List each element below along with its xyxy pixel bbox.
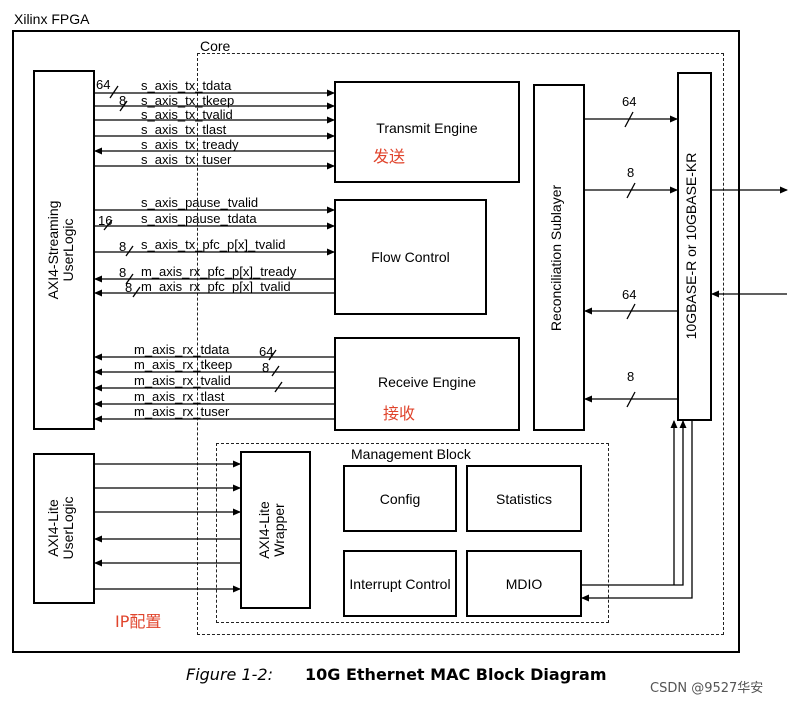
- management-block: [216, 443, 609, 623]
- core-title: Core: [200, 38, 231, 54]
- bus-width-label: 16: [98, 213, 113, 228]
- tx-signal-label: s_axis_tx_tdata: [141, 78, 232, 93]
- transmit-engine-note: 发送: [373, 147, 406, 166]
- interrupt-control-label: Interrupt Control: [349, 575, 451, 592]
- statistics-block: Statistics: [466, 465, 582, 532]
- axi4-lite-wrapper-block: [240, 451, 311, 609]
- flow-signal-label: s_axis_tx_pfc_p[x]_tvalid: [141, 237, 286, 252]
- interrupt-control-block: Interrupt Control: [343, 550, 457, 617]
- flow-signal-label: s_axis_pause_tvalid: [141, 195, 259, 210]
- transmit-engine-block: Transmit Engine: [334, 81, 520, 183]
- bus-width-label: 8: [627, 369, 635, 384]
- flow-signal-label: s_axis_pause_tdata: [141, 211, 257, 226]
- axi4-streaming-userlogic-block: [33, 70, 95, 430]
- bus-width-label: 64: [96, 77, 111, 92]
- tx-signal-label: s_axis_tx_tuser: [141, 152, 232, 167]
- bus-width-label: 8: [125, 280, 133, 295]
- tx-signal-label: s_axis_tx_tready: [141, 137, 239, 152]
- rx-signal-label: m_axis_rx_tuser: [134, 404, 230, 419]
- config-label: Config: [379, 490, 421, 507]
- tx-signal-label: s_axis_tx_tlast: [141, 122, 227, 137]
- transmit-engine-label: Transmit Engine: [376, 120, 478, 136]
- tx-signal-label: s_axis_tx_tvalid: [141, 107, 233, 122]
- figure-caption-title: 10G Ethernet MAC Block Diagram: [305, 665, 607, 684]
- bus-width-label: 64: [622, 287, 637, 302]
- statistics-label: Statistics: [495, 490, 552, 507]
- mdio-block: MDIO: [466, 550, 582, 617]
- ip-config-note: IP配置: [115, 612, 162, 631]
- bus-width-label: 8: [119, 93, 127, 108]
- bus-width-label: 64: [622, 94, 637, 109]
- bus-width-label: 8: [262, 360, 270, 375]
- bus-width-label: 8: [119, 239, 127, 254]
- flow-signal-label: m_axis_rx_pfc_p[x]_tready: [141, 264, 297, 279]
- receive-engine-block: Receive Engine: [334, 337, 520, 431]
- flow-signal-label: m_axis_rx_pfc_p[x]_tvalid: [141, 279, 291, 294]
- mdio-label: MDIO: [505, 575, 543, 592]
- flow-control-block: Flow Control: [334, 199, 487, 315]
- core-boundary: [197, 53, 724, 635]
- phy-block: [677, 72, 712, 421]
- rx-signal-label: m_axis_rx_tvalid: [134, 373, 231, 388]
- rx-signal-label: m_axis_rx_tdata: [134, 342, 230, 357]
- flow-control-label: Flow Control: [371, 249, 450, 265]
- fpga-title: Xilinx FPGA: [14, 11, 90, 27]
- bus-width-label: 8: [119, 265, 127, 280]
- bus-width-label: 8: [627, 165, 635, 180]
- receive-engine-label: Receive Engine: [377, 374, 477, 390]
- tx-signal-label: s_axis_tx_tkeep: [141, 93, 235, 108]
- config-block: Config: [343, 465, 457, 532]
- rx-signal-label: m_axis_rx_tlast: [134, 389, 225, 404]
- reconciliation-sublayer-block: [533, 84, 585, 431]
- rx-signal-label: m_axis_rx_tkeep: [134, 357, 233, 372]
- management-block-title: Management Block: [351, 446, 471, 462]
- figure-caption-prefix: Figure 1-2:: [186, 665, 273, 684]
- bus-width-label: 64: [259, 344, 274, 359]
- axi4-lite-userlogic-block: [33, 453, 95, 604]
- watermark: CSDN @9527华安: [650, 681, 764, 696]
- receive-engine-note: 接收: [383, 404, 416, 423]
